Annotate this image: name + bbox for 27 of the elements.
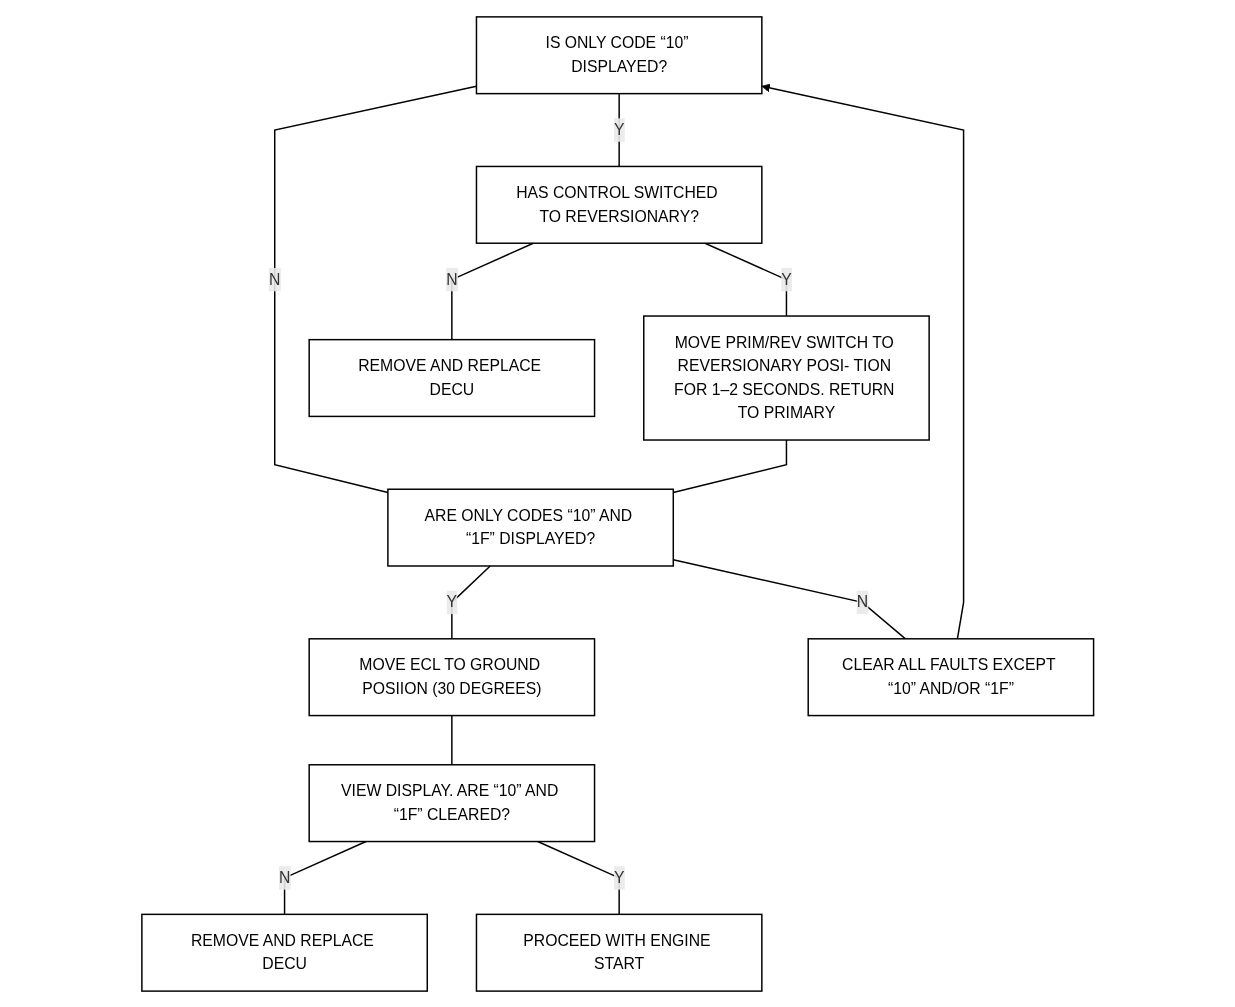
node-box: VIEW DISPLAY. ARE “10” AND “1F” CLEARED? [308,763,596,842]
node-box: ARE ONLY CODES “10” AND “1F” DISPLAYED? [386,488,674,567]
node-box: CLEAR ALL FAULTS EXCEPT “10” AND/OR “1F” [807,637,1095,716]
edge-label: Y [613,120,625,138]
connector [450,241,534,340]
edge-label: N [856,593,868,610]
node-box: MOVE PRIM/REV SWITCH TO REVERSIONARY POSI- TION FOR 1–2 SECONDS. RETURN TO PRIMARY [642,314,930,441]
connector [450,564,491,640]
node-box: MOVE ECL TO GROUND POSIION (30 DEGREES) [308,637,596,716]
node-box: REMOVE AND REPLACE DECU [140,913,428,992]
edge-label: N [445,270,458,287]
node-box: PROCEED WITH ENGINE START [475,913,763,992]
edge-label: Y [446,593,457,610]
edge-label: N [278,868,291,886]
connector [450,714,453,765]
connector [672,438,787,493]
edge-label: N [268,270,281,287]
edge-label: Y [780,270,792,287]
node-box: IS ONLY CODE “10” DISPLAYED? [475,15,763,94]
connector [283,840,367,915]
node-box: HAS CONTROL SWITCHED TO REVERSIONARY? [475,165,763,244]
connector [704,241,787,317]
node-box: REMOVE AND REPLACE DECU [308,338,596,417]
arrow [761,83,965,640]
connector [536,840,620,915]
connector [273,85,477,493]
edge-label: Y [613,868,625,886]
